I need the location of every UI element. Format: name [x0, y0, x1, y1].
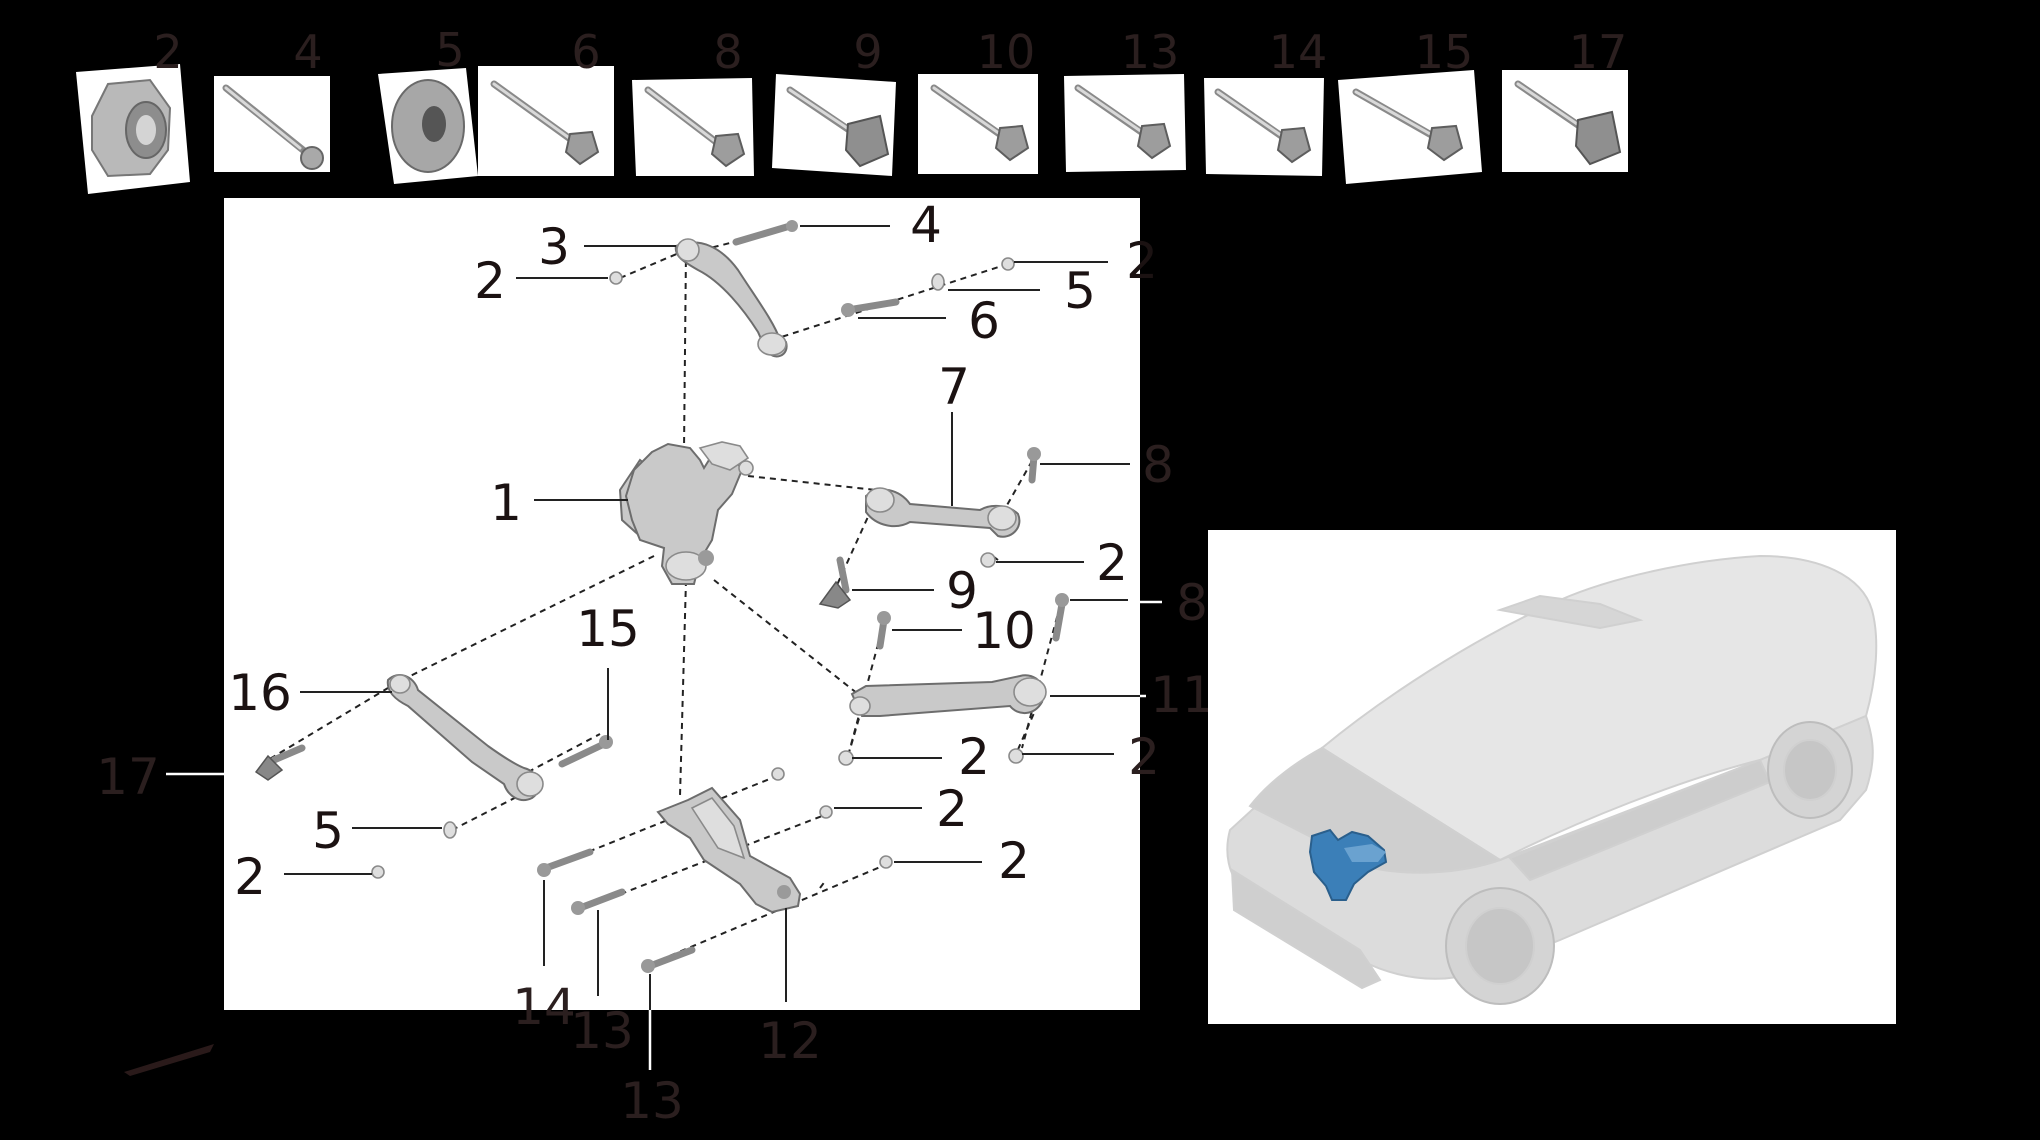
callout-13: 13	[570, 1002, 634, 1060]
vehicle-illustration	[1226, 554, 1878, 1005]
part-5-washer[interactable]	[443, 821, 457, 839]
callout-3: 3	[538, 218, 570, 276]
part-2-nut[interactable]	[1008, 748, 1024, 764]
part-17-eccentric-bolt[interactable]	[254, 744, 306, 781]
callout-2: 2	[234, 848, 266, 906]
part-2-nut[interactable]	[838, 750, 854, 766]
exploded-diagram: 3 4 2 2 5 6 7 8 1 2 9 10 8 15 16 11 17 2…	[96, 196, 1214, 1130]
part-2-nut[interactable]	[1001, 257, 1015, 271]
callout-7: 7	[938, 358, 970, 416]
callout-14: 14	[512, 978, 576, 1036]
thumbnail-part-17[interactable]: 17	[1502, 25, 1628, 172]
callout-8: 8	[1142, 436, 1174, 494]
part-10-bolt[interactable]	[876, 611, 891, 650]
part-8-bolt[interactable]	[1027, 447, 1041, 484]
part-1-wheel-carrier[interactable]	[618, 441, 754, 585]
callout-2: 2	[1096, 534, 1128, 592]
thumbnail-part-4[interactable]: 4	[214, 25, 330, 172]
callouts: 3 4 2 2 5 6 7 8 1 2 9 10 8 15 16 11 17 2…	[96, 196, 1214, 1130]
part-2-nut[interactable]	[771, 767, 785, 781]
callout-6: 6	[968, 292, 1000, 350]
part-13-bolt[interactable]	[571, 888, 626, 915]
part-3-upper-arm[interactable]	[674, 238, 788, 358]
part-16-trailing-link[interactable]	[386, 674, 544, 802]
callout-13: 13	[620, 1072, 684, 1130]
thumbnail-part-8[interactable]: 8	[632, 25, 754, 176]
thumbnail-part-2[interactable]: 2	[76, 25, 190, 194]
part-7-link[interactable]	[865, 487, 1021, 538]
part-8-bolt[interactable]	[1052, 593, 1069, 642]
thumbnail-part-9[interactable]: 9	[772, 25, 896, 176]
part-6-bolt[interactable]	[841, 298, 900, 317]
thumbnail-number: 4	[293, 25, 322, 79]
callout-17: 17	[96, 748, 160, 806]
part-2-nut[interactable]	[980, 552, 996, 568]
thumbnail-part-15[interactable]: 15	[1338, 25, 1482, 184]
thumbnail-number: 13	[1121, 25, 1180, 79]
callout-2: 2	[998, 832, 1030, 890]
callout-12: 12	[758, 1012, 822, 1070]
thumbnail-number: 10	[977, 25, 1036, 79]
thumbnail-number: 15	[1415, 25, 1474, 79]
part-2-nut[interactable]	[371, 865, 385, 879]
thumbnail-number: 6	[571, 25, 600, 79]
thumbnail-part-10[interactable]: 10	[918, 25, 1038, 174]
thumbnail-part-14[interactable]: 14	[1204, 25, 1327, 176]
part-12-bracket[interactable]	[656, 786, 802, 914]
callout-15: 15	[576, 600, 640, 658]
highlighted-wheel-carrier	[1308, 828, 1388, 901]
part-11-lower-arm[interactable]	[849, 674, 1047, 717]
callout-16: 16	[228, 664, 292, 722]
thumbnail-part-6[interactable]: 6	[478, 25, 614, 176]
part-4-bolt[interactable]	[732, 220, 798, 246]
part-9-eccentric-bolt[interactable]	[818, 556, 852, 609]
callout-8: 8	[1176, 574, 1208, 632]
thumbnail-strip: 2 4 5 6 8	[76, 23, 1628, 194]
callout-11: 11	[1150, 666, 1214, 724]
callout-2: 2	[474, 252, 506, 310]
part-2-nut[interactable]	[609, 271, 623, 285]
part-5-washer[interactable]	[931, 273, 945, 291]
callout-2: 2	[1126, 232, 1158, 290]
callout-2: 2	[1128, 728, 1160, 786]
callout-10: 10	[972, 602, 1036, 660]
locator-panel	[1208, 530, 1896, 1024]
leader-extensions	[166, 600, 1162, 1070]
thumbnail-number: 5	[435, 23, 464, 77]
callout-2: 2	[958, 728, 990, 786]
part-15-bolt[interactable]	[558, 735, 613, 768]
part-14-bolt[interactable]	[537, 848, 594, 877]
thumbnail-number: 17	[1569, 25, 1628, 79]
thumbnail-number: 14	[1269, 25, 1328, 79]
thumbnail-number: 2	[153, 25, 182, 79]
part-2-nut[interactable]	[879, 855, 893, 869]
thumbnail-part-13[interactable]: 13	[1064, 25, 1186, 172]
callout-5: 5	[1064, 262, 1096, 320]
callout-4: 4	[910, 196, 942, 254]
thumbnail-part-5[interactable]: 5	[378, 23, 478, 184]
part-2-nut[interactable]	[819, 805, 833, 819]
callout-9: 9	[946, 562, 978, 620]
callout-1: 1	[490, 474, 522, 532]
leader-lines	[284, 225, 1140, 1010]
thumbnail-number: 9	[853, 25, 882, 79]
thumbnail-number: 8	[713, 25, 742, 79]
callout-5: 5	[312, 802, 344, 860]
callout-2: 2	[936, 780, 968, 838]
direction-arrow-icon	[124, 1044, 214, 1076]
part-13-bolt[interactable]	[641, 946, 696, 973]
